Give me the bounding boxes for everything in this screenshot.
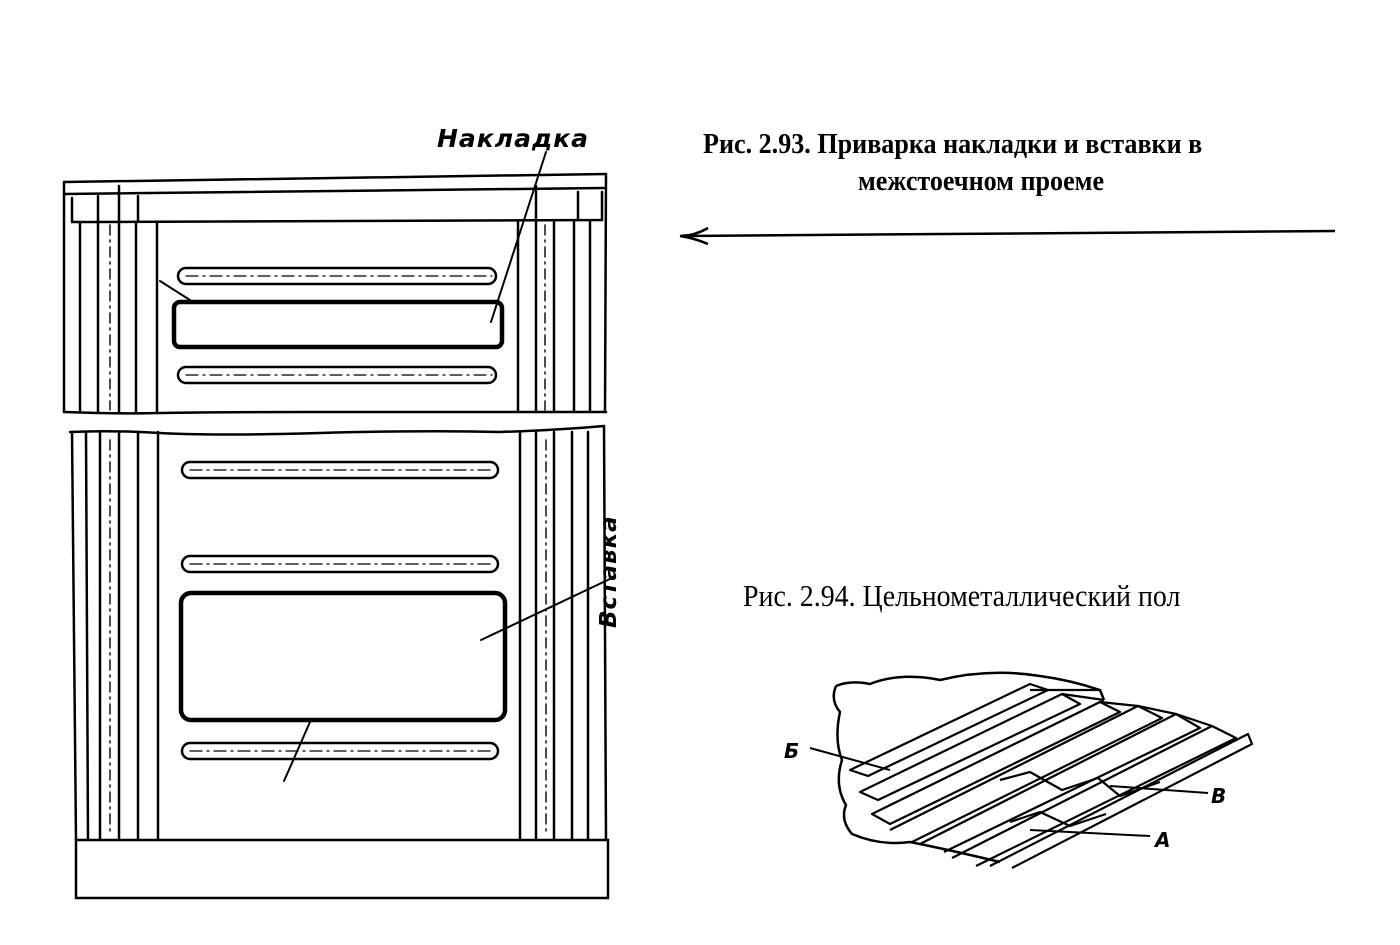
figure-93-caption-line1: Рис. 2.93. Приварка накладки и вставки в	[703, 128, 1203, 160]
overlay-label: Накладка	[437, 124, 589, 153]
leader-v	[1109, 785, 1209, 794]
figure-94-caption: Рис. 2.94. Цельнометаллический пол	[743, 578, 1181, 613]
overlay-plate	[159, 266, 505, 385]
floor-label-v: В	[1211, 784, 1227, 808]
break-line-lower	[68, 424, 606, 436]
break-line	[62, 410, 608, 415]
left-post-upper	[78, 184, 159, 414]
direction-arrow	[679, 226, 1336, 246]
figure-93-caption-line2: межстоечном проеме	[858, 165, 1105, 197]
left-post-lower	[70, 430, 160, 842]
bottom-sill	[74, 838, 610, 900]
insert-label: Вставка	[596, 515, 622, 628]
floor-label-b: Б	[784, 739, 800, 763]
figure-94-floor-drawing	[809, 671, 1254, 869]
leader-b	[809, 747, 891, 771]
right-post-lower	[518, 424, 608, 842]
floor-break-outline	[832, 671, 1106, 864]
top-beam	[62, 172, 608, 414]
insert-plate	[178, 460, 508, 782]
insert-leader	[480, 577, 613, 641]
corrugations	[848, 682, 1254, 869]
overlay-leader	[490, 151, 547, 323]
figure-93-panel-drawing	[62, 151, 613, 900]
right-post-upper	[516, 184, 592, 414]
floor-label-a: А	[1155, 828, 1171, 852]
leader-a	[1029, 829, 1151, 837]
